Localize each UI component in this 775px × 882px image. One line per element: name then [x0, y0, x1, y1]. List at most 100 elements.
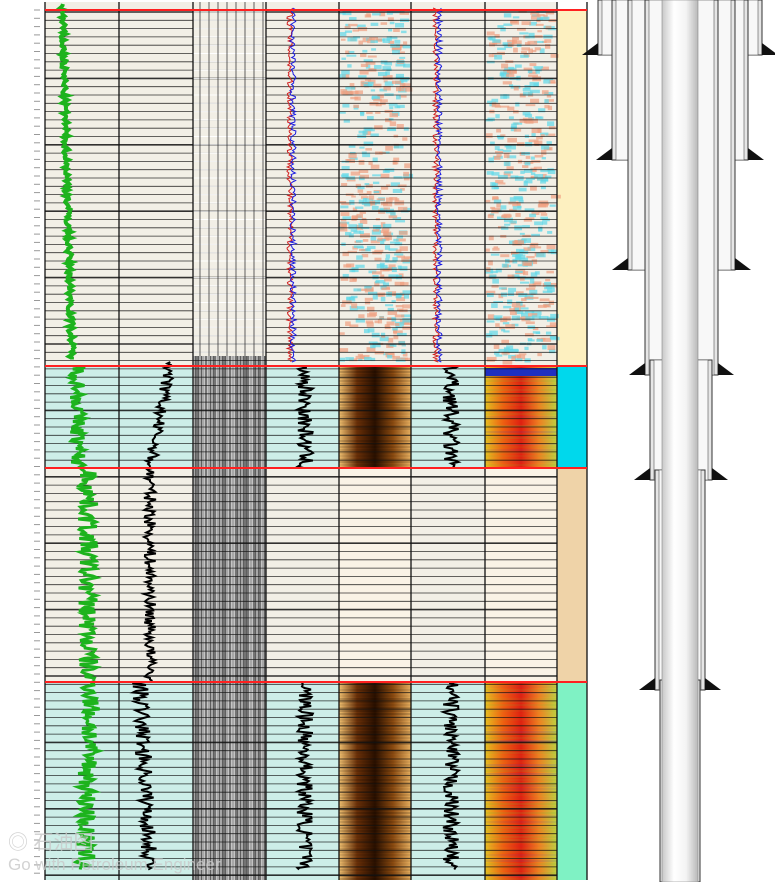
image-texture — [385, 145, 393, 151]
image-texture — [390, 43, 400, 48]
image-texture — [399, 83, 406, 87]
image-texture — [518, 353, 527, 356]
image-texture — [397, 332, 407, 336]
image-texture — [391, 80, 402, 84]
image-texture — [375, 111, 381, 114]
image-texture — [523, 91, 533, 96]
image-texture — [359, 220, 368, 224]
image-texture — [358, 75, 367, 78]
image-texture — [353, 245, 364, 248]
image-texture — [532, 283, 542, 286]
log-curve — [431, 7, 441, 363]
image-texture — [364, 128, 375, 132]
image-texture — [392, 328, 398, 334]
image-texture — [349, 17, 357, 21]
image-texture — [549, 79, 556, 84]
image-texture — [504, 223, 511, 226]
image-texture — [346, 90, 353, 94]
image-texture — [524, 179, 533, 184]
image-texture — [364, 198, 373, 202]
image-texture — [531, 211, 540, 216]
image-texture — [540, 216, 548, 220]
image-texture — [387, 337, 394, 343]
image-texture — [395, 238, 406, 242]
image-texture — [349, 324, 359, 328]
image-texture — [515, 270, 523, 273]
image-texture — [541, 90, 549, 95]
image-texture — [377, 237, 383, 241]
image-texture — [395, 63, 406, 67]
image-texture — [531, 49, 537, 53]
image-texture — [382, 38, 391, 44]
image-texture — [345, 321, 351, 327]
log-curve — [143, 361, 175, 468]
image-texture — [541, 156, 546, 160]
image-texture — [381, 228, 390, 231]
image-texture — [550, 313, 559, 319]
image-texture — [519, 232, 525, 235]
image-texture — [540, 249, 549, 253]
image-texture — [368, 195, 375, 200]
image-texture — [392, 257, 398, 262]
image-texture — [538, 108, 546, 113]
image-texture — [342, 103, 350, 108]
log-curve — [440, 365, 462, 469]
image-texture — [402, 320, 412, 326]
image-texture — [392, 355, 400, 360]
image-texture — [387, 307, 394, 311]
image-texture — [383, 207, 391, 210]
image-texture — [394, 314, 405, 318]
image-texture — [540, 213, 548, 216]
image-texture — [382, 75, 393, 80]
image-texture — [511, 323, 519, 327]
image-texture — [530, 272, 538, 277]
image-texture — [367, 116, 374, 121]
image-texture — [539, 298, 550, 302]
image-texture — [381, 287, 391, 291]
image-texture — [365, 248, 371, 252]
image-texture — [379, 316, 385, 319]
track-bg-black-curve — [119, 366, 193, 468]
image-texture — [362, 37, 369, 43]
image-texture — [401, 30, 407, 34]
image-texture — [540, 185, 546, 190]
image-texture — [380, 186, 389, 190]
image-texture — [534, 271, 540, 275]
image-texture — [513, 128, 522, 132]
image-texture — [512, 203, 521, 207]
image-texture — [374, 351, 385, 355]
image-texture — [507, 69, 517, 74]
image-texture — [366, 347, 376, 353]
image-texture — [364, 203, 371, 207]
image-texture — [508, 348, 519, 353]
image-texture — [375, 279, 386, 284]
image-texture — [492, 247, 500, 251]
image-texture — [396, 294, 402, 299]
image-texture — [501, 72, 510, 78]
image-texture — [543, 80, 551, 84]
image-texture — [542, 290, 553, 294]
image-texture — [522, 261, 532, 266]
image-texture — [549, 322, 557, 328]
image-texture — [515, 212, 521, 217]
image-texture — [495, 151, 504, 154]
image-texture — [340, 205, 349, 209]
image-texture — [520, 307, 529, 310]
image-texture — [353, 36, 360, 39]
image-texture — [549, 204, 556, 207]
image-texture — [371, 229, 381, 235]
image-texture — [547, 345, 556, 351]
image-texture — [491, 172, 500, 176]
image-texture — [486, 31, 495, 36]
static-image — [339, 366, 411, 468]
image-texture — [544, 175, 552, 179]
image-texture — [513, 195, 523, 200]
image-texture — [528, 48, 533, 54]
image-texture — [371, 332, 380, 338]
image-texture — [387, 311, 398, 316]
image-texture — [342, 251, 349, 257]
image-texture — [519, 32, 529, 35]
image-texture — [380, 274, 385, 279]
image-texture — [519, 277, 525, 281]
image-texture — [529, 21, 537, 26]
